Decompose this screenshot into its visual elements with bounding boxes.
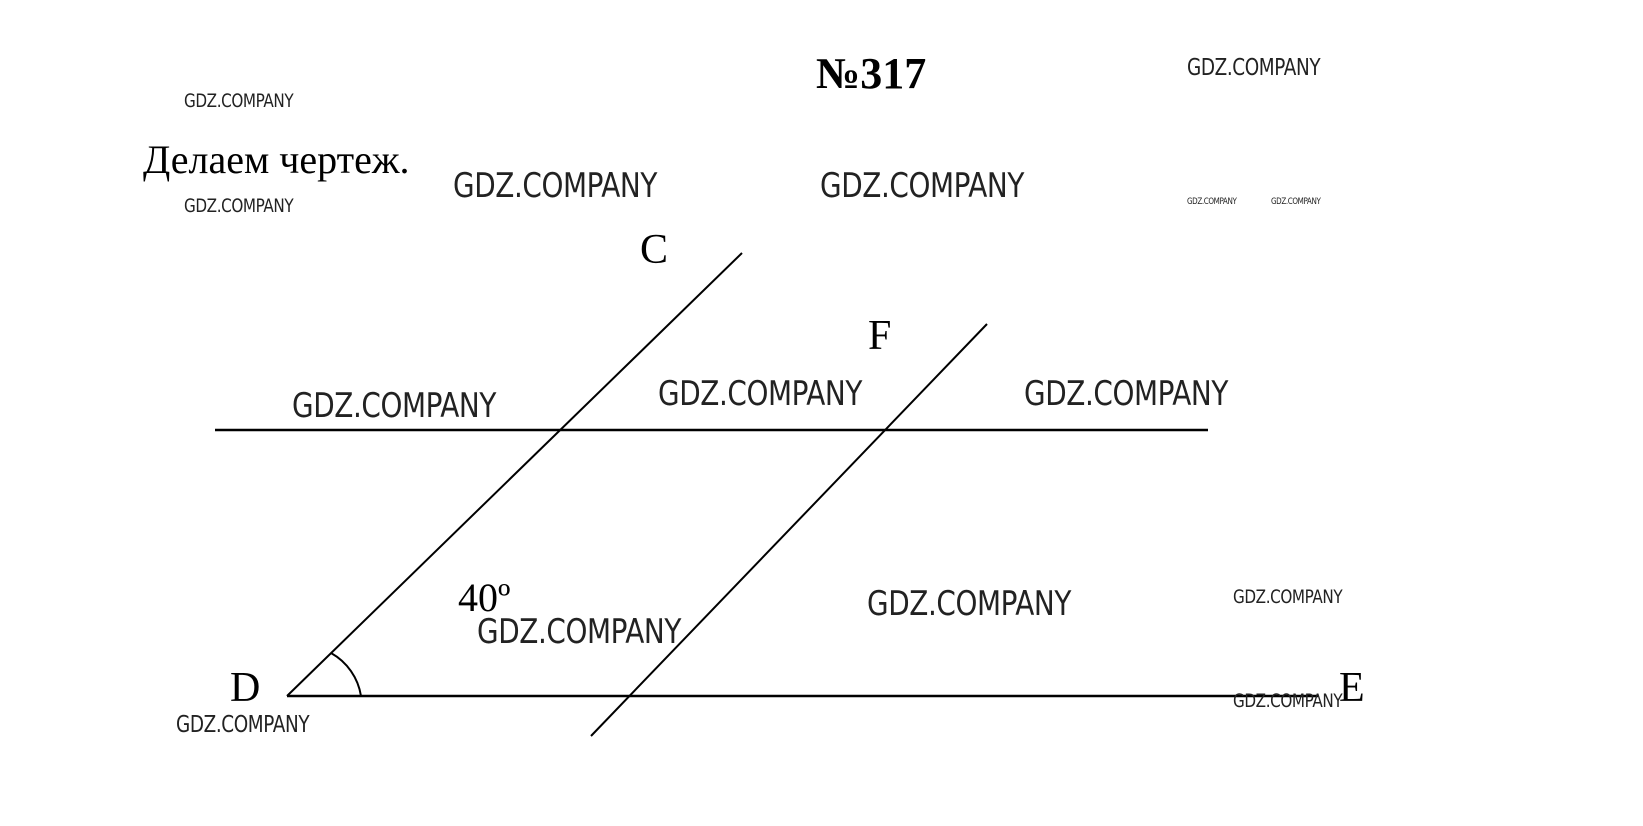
watermark: GDZ.COMPANY	[658, 374, 862, 414]
instruction-text: Делаем чертеж.	[143, 137, 410, 182]
angle-D-value: 40º	[458, 575, 511, 620]
watermark: GDZ.COMPANY	[867, 584, 1071, 624]
watermark: GDZ.COMPANY	[176, 712, 310, 738]
watermark: GDZ.COMPANY	[1233, 586, 1343, 608]
watermark: GDZ.COMPANY	[1187, 55, 1321, 81]
watermark: GDZ.COMPANY	[820, 166, 1024, 206]
point-label-F: F	[868, 313, 892, 359]
line-through-F	[590, 323, 988, 737]
watermark: GDZ.COMPANY	[1233, 690, 1343, 712]
watermark: GDZ.COMPANY	[477, 612, 681, 652]
watermark: GDZ.COMPANY	[184, 90, 294, 112]
angle-D-arc	[330, 652, 362, 697]
point-label-C: C	[640, 227, 669, 273]
watermark: GDZ.COMPANY	[1187, 197, 1237, 207]
point-label-D: D	[230, 665, 261, 711]
watermark: GDZ.COMPANY	[1024, 374, 1228, 414]
line-DC	[286, 252, 743, 697]
problem-number: №317	[816, 49, 927, 98]
watermark: GDZ.COMPANY	[292, 386, 496, 426]
watermark: GDZ.COMPANY	[184, 195, 294, 217]
watermark: GDZ.COMPANY	[453, 166, 657, 206]
point-label-E: E	[1339, 665, 1365, 711]
watermark: GDZ.COMPANY	[1271, 197, 1321, 207]
